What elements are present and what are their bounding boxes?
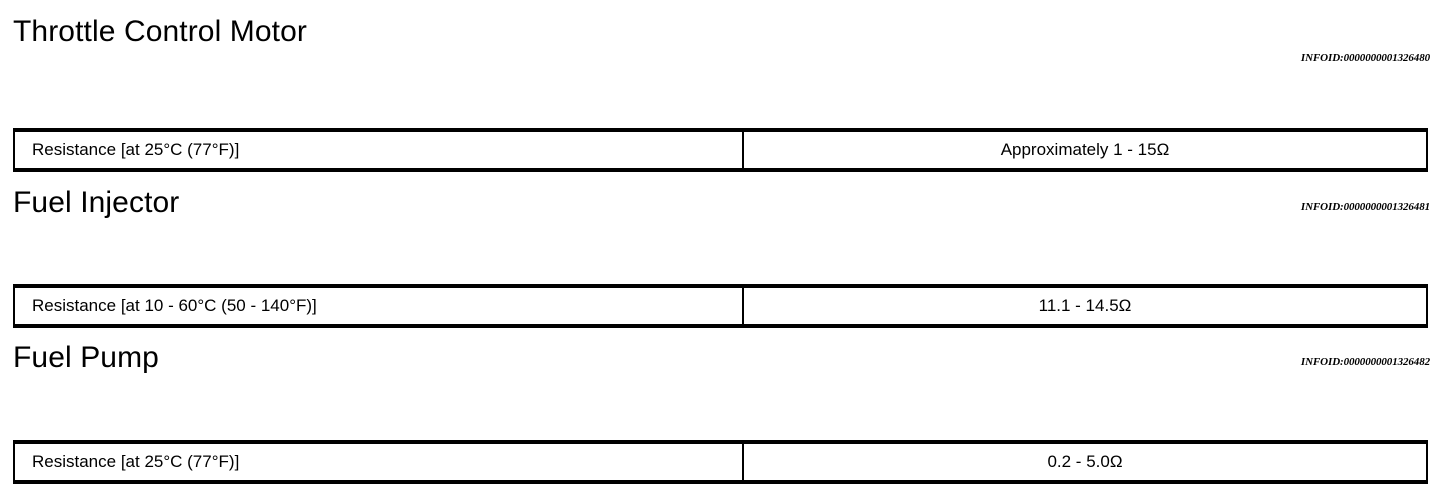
section-title-fuel-pump: Fuel Pump: [13, 341, 159, 374]
section-header-fuel-injector: Fuel Injector INFOID:0000000001326481: [0, 185, 1456, 229]
spec-value-resistance: 11.1 - 14.5Ω: [743, 284, 1428, 328]
section-title-fuel-injector: Fuel Injector: [13, 186, 180, 219]
spec-value-resistance: 0.2 - 5.0Ω: [743, 440, 1428, 484]
spec-label-resistance: Resistance [at 25°C (77°F)]: [13, 440, 744, 484]
page-title: Throttle Control Motor: [13, 15, 307, 48]
section-header-throttle-control-motor: Throttle Control Motor INFOID:0000000001…: [0, 14, 1456, 64]
section-header-fuel-pump: Fuel Pump INFOID:0000000001326482: [0, 340, 1456, 384]
spec-label-resistance: Resistance [at 10 - 60°C (50 - 140°F)]: [13, 284, 744, 328]
spec-table-fuel-pump: Resistance [at 25°C (77°F)] 0.2 - 5.0Ω: [13, 440, 1428, 484]
infoid-label-fuel-pump: INFOID:0000000001326482: [1300, 356, 1430, 368]
infoid-label-fuel-injector: INFOID:0000000001326481: [1300, 201, 1430, 213]
table-row: Resistance [at 10 - 60°C (50 - 140°F)] 1…: [13, 284, 1428, 328]
table-row: Resistance [at 25°C (77°F)] Approximatel…: [13, 128, 1428, 172]
spec-value-resistance: Approximately 1 - 15Ω: [743, 128, 1428, 172]
infoid-label-throttle-control-motor: INFOID:0000000001326480: [1300, 52, 1430, 64]
spec-label-resistance: Resistance [at 25°C (77°F)]: [13, 128, 744, 172]
spec-table-fuel-injector: Resistance [at 10 - 60°C (50 - 140°F)] 1…: [13, 284, 1428, 328]
spec-table-throttle-control-motor: Resistance [at 25°C (77°F)] Approximatel…: [13, 128, 1428, 172]
table-row: Resistance [at 25°C (77°F)] 0.2 - 5.0Ω: [13, 440, 1428, 484]
